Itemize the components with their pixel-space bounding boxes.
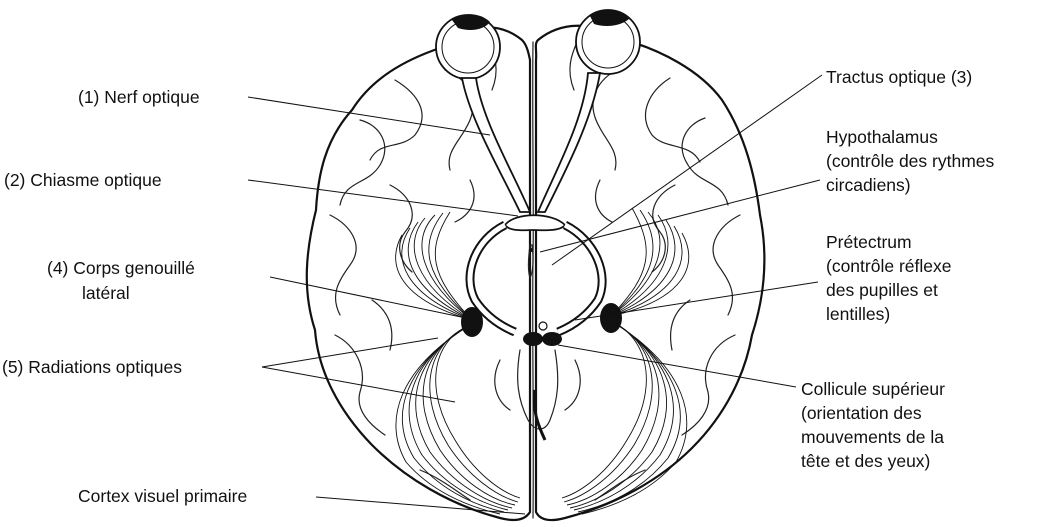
label-corps-genouille-line1: (4) Corps genouillé: [47, 258, 195, 278]
label-pretectrum-line3: des pupilles et: [826, 280, 938, 300]
brain-outline: [307, 26, 765, 520]
label-pretectrum-line1: Prétectrum: [826, 232, 912, 252]
label-corps-genouille-line2: latéral: [82, 283, 130, 303]
label-pretectrum-line2: (contrôle réflexe: [826, 256, 951, 276]
label-nerf-optique: (1) Nerf optique: [78, 87, 200, 107]
label-chiasme-optique: (2) Chiasme optique: [4, 170, 162, 190]
label-hypothalamus-line3: circadiens): [826, 175, 911, 195]
label-collicule-line3: mouvements de la: [801, 427, 944, 447]
label-collicule-line1: Collicule supérieur: [801, 379, 945, 399]
label-tractus-optique: Tractus optique (3): [826, 67, 972, 87]
left-eye: [436, 14, 500, 79]
label-collicule-line2: (orientation des: [801, 403, 922, 423]
label-pretectrum-line4: lentilles): [826, 304, 890, 324]
label-hypothalamus-line2: (contrôle des rythmes: [826, 151, 995, 171]
right-hemisphere: [536, 26, 765, 520]
label-collicule-line4: tête et des yeux): [801, 451, 930, 471]
label-radiations-optiques: (5) Radiations optiques: [2, 357, 182, 377]
label-hypothalamus-line1: Hypothalamus: [826, 127, 938, 147]
right-eye: [576, 10, 640, 74]
label-cortex-visuel-primaire: Cortex visuel primaire: [78, 486, 247, 506]
